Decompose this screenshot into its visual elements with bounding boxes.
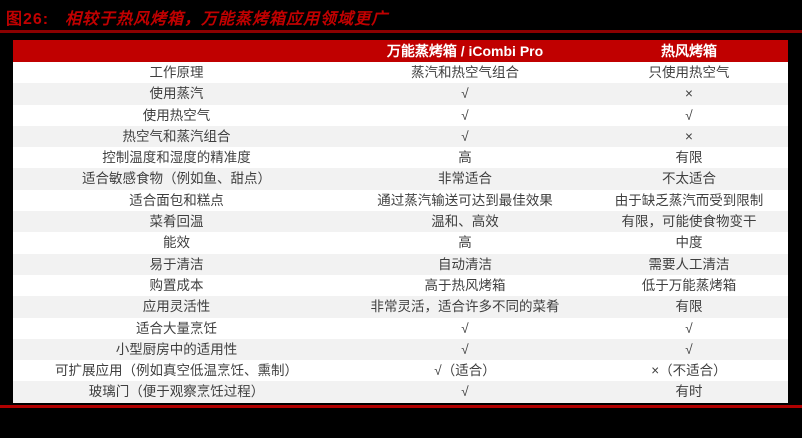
combi-cell: 非常适合 — [438, 171, 492, 187]
hot-air-cell: 有限 — [675, 150, 703, 166]
feature-cell: 控制温度和湿度的精准度 — [102, 150, 251, 166]
table-row: 工作原理 蒸汽和热空气组合 只使用热空气 — [13, 62, 788, 84]
combi-cell: 高 — [458, 235, 472, 251]
table-row: 控制温度和湿度的精准度 高 有限 — [13, 147, 788, 169]
header-feature-cell — [13, 40, 340, 62]
feature-cell: 购置成本 — [149, 277, 204, 293]
bottom-divider — [0, 405, 802, 408]
hot-air-cell: 中度 — [675, 235, 703, 251]
hot-air-cell: 有限，可能使食物变干 — [621, 214, 757, 230]
hot-air-cell: √ — [685, 320, 693, 336]
hot-air-cell: 有时 — [675, 384, 703, 400]
header-combi-oven-cell: 万能蒸烤箱 / iCombi Pro — [386, 43, 544, 59]
hot-air-cell: ×（不适合） — [651, 363, 727, 379]
combi-cell: 通过蒸汽输送可达到最佳效果 — [377, 192, 553, 208]
feature-cell: 适合大量烹饪 — [136, 320, 217, 336]
combi-cell: √ — [461, 86, 469, 102]
feature-cell: 易于清洁 — [149, 256, 204, 272]
combi-cell: 温和、高效 — [431, 214, 499, 230]
table-row: 菜肴回温 温和、高效 有限，可能使食物变干 — [13, 211, 788, 233]
figure-number: 图26: — [6, 11, 50, 28]
comparison-table: 万能蒸烤箱 / iCombi Pro 热风烤箱 工作原理 蒸汽和热空气组合 只使用热… — [13, 40, 788, 403]
figure-title: 图26: 相较于热风烤箱，万能蒸烤箱应用领域更广 — [6, 5, 388, 29]
combi-cell: √ — [461, 384, 469, 400]
hot-air-cell: 低于万能蒸烤箱 — [641, 277, 737, 293]
hot-air-cell: × — [685, 128, 693, 144]
combi-cell: √ — [461, 341, 469, 357]
combi-cell: 非常灵活，适合许多不同的菜肴 — [370, 299, 560, 315]
combi-cell: 蒸汽和热空气组合 — [411, 65, 519, 80]
title-divider — [0, 30, 802, 33]
table-row: 使用热空气 √ √ — [13, 104, 788, 126]
table-body: 工作原理 蒸汽和热空气组合 只使用热空气使用蒸汽 √ × 使用热空气 √ √ 热空气和蒸汽组合 √… — [13, 62, 788, 403]
table-row: 应用灵活性 非常灵活，适合许多不同的菜肴 有限 — [13, 296, 788, 318]
combi-cell: √（适合） — [434, 363, 496, 379]
feature-cell: 使用蒸汽 — [149, 86, 204, 102]
combi-cell: √ — [461, 107, 469, 123]
table-row: 易于清洁 自动清洁 需要人工清洁 — [13, 253, 788, 275]
table-row: 玻璃门（便于观察烹饪过程） √ 有时 — [13, 381, 788, 403]
hot-air-cell: √ — [685, 341, 693, 357]
table-row: 适合敏感食物（例如鱼、甜点） 非常适合 不太适合 — [13, 168, 788, 190]
feature-cell: 应用灵活性 — [142, 299, 211, 315]
combi-cell: 高于热风烤箱 — [424, 277, 506, 293]
table-row: 使用蒸汽 √ × — [13, 83, 788, 105]
combi-cell: 高 — [458, 150, 472, 166]
hot-air-cell: 由于缺乏蒸汽而受到限制 — [614, 192, 764, 208]
table-row: 适合面包和糕点 通过蒸汽输送可达到最佳效果 由于缺乏蒸汽而受到限制 — [13, 189, 788, 212]
feature-cell: 工作原理 — [149, 65, 204, 80]
hot-air-cell: 只使用热空气 — [648, 65, 730, 80]
table-header-row: 万能蒸烤箱 / iCombi Pro 热风烤箱 — [13, 40, 788, 62]
feature-cell: 适合面包和糕点 — [129, 192, 224, 208]
table-row: 可扩展应用（例如真空低温烹饪、熏制） √（适合） ×（不适合） — [13, 360, 788, 382]
table-row: 能效 高 中度 — [13, 232, 788, 254]
hot-air-cell: 有限 — [675, 299, 703, 315]
feature-cell: 玻璃门（便于观察烹饪过程） — [88, 384, 265, 400]
table-row: 小型厨房中的适用性 √ √ — [13, 338, 788, 361]
table-row: 购置成本 高于热风烤箱 低于万能蒸烤箱 — [13, 274, 788, 297]
feature-cell: 使用热空气 — [142, 107, 211, 123]
feature-cell: 能效 — [163, 235, 190, 251]
combi-cell: √ — [461, 128, 469, 144]
feature-cell: 小型厨房中的适用性 — [115, 341, 238, 357]
table-row: 热空气和蒸汽组合 √ × — [13, 125, 788, 148]
feature-cell: 热空气和蒸汽组合 — [122, 128, 231, 144]
feature-cell: 可扩展应用（例如真空低温烹饪、熏制） — [55, 363, 298, 379]
combi-cell: 自动清洁 — [438, 256, 492, 272]
hot-air-cell: × — [685, 86, 693, 102]
combi-cell: √ — [461, 320, 469, 336]
feature-cell: 菜肴回温 — [149, 214, 204, 230]
header-hot-air-oven-cell: 热风烤箱 — [661, 43, 717, 59]
table-row: 适合大量烹饪 √ √ — [13, 317, 788, 339]
hot-air-cell: √ — [685, 107, 693, 123]
feature-cell: 适合敏感食物（例如鱼、甜点） — [82, 171, 271, 187]
figure-caption: 相较于热风烤箱，万能蒸烤箱应用领域更广 — [65, 9, 389, 28]
hot-air-cell: 不太适合 — [662, 171, 716, 187]
hot-air-cell: 需要人工清洁 — [648, 256, 730, 272]
